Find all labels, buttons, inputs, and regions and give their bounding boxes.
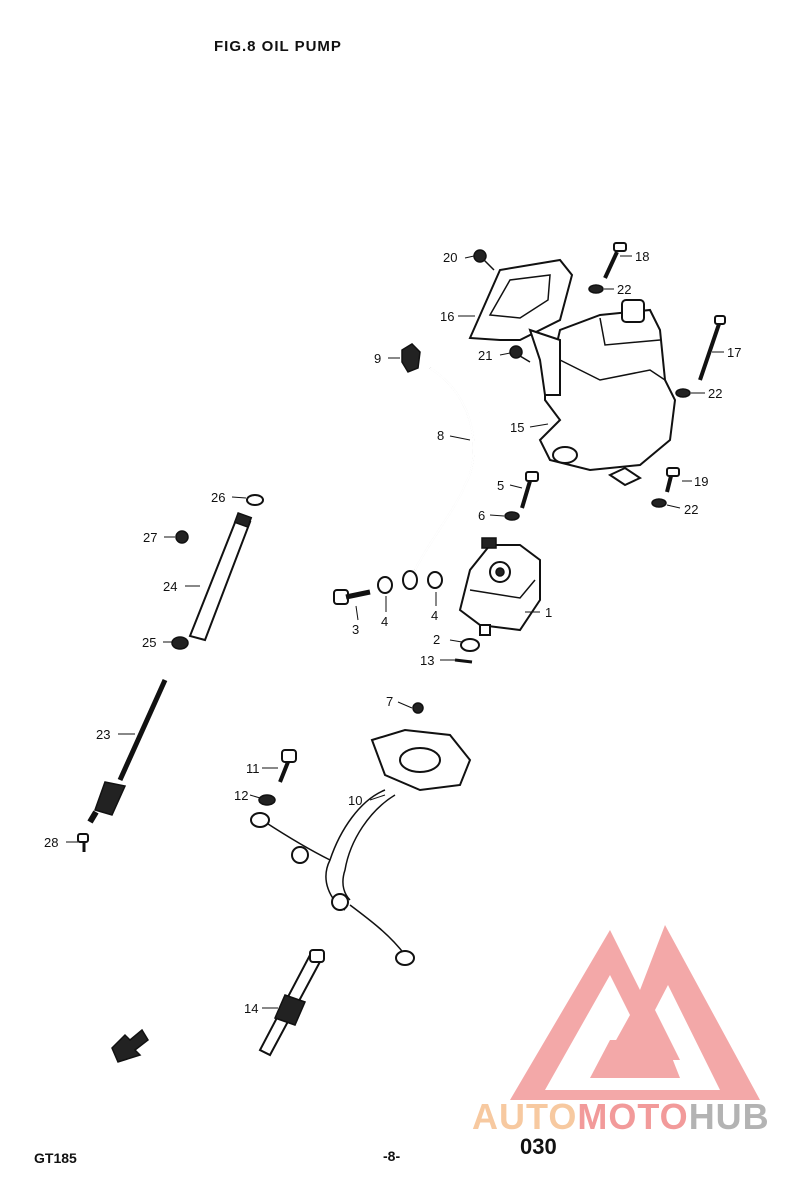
- bracket-16: [468, 258, 574, 396]
- callout-labels: 1 2 3 4 4 5 6 7 8 9 10 11 12 13 14 15 16…: [44, 249, 741, 1016]
- callout-5: 5: [497, 478, 504, 493]
- oil-hose-8: [402, 367, 475, 590]
- footer-code: 030: [520, 1134, 557, 1159]
- banjo-bolt-3: [333, 589, 371, 605]
- callout-22-a: 22: [617, 282, 631, 297]
- callout-15: 15: [510, 420, 524, 435]
- washer-22-a: [588, 284, 604, 294]
- front-direction-arrow-icon: [111, 1028, 149, 1063]
- screw-18: [603, 242, 627, 279]
- oil-pipes-10: [250, 728, 472, 966]
- figure-title: FIG.8 OIL PUMP: [214, 38, 342, 55]
- seal-7: [412, 702, 424, 714]
- callout-7: 7: [386, 694, 393, 709]
- drive-shaft-23: [87, 678, 168, 824]
- callout-8: 8: [437, 428, 444, 443]
- screw-20: [473, 249, 495, 271]
- callout-27: 27: [143, 530, 157, 545]
- seal-2: [460, 638, 480, 652]
- callout-12: 12: [234, 788, 248, 803]
- callout-22-c: 22: [684, 502, 698, 517]
- callout-4-b: 4: [431, 608, 438, 623]
- pin-13: [454, 658, 473, 664]
- callout-21: 21: [478, 348, 492, 363]
- screw-11: [278, 749, 297, 783]
- screw-19: [665, 467, 680, 493]
- washer-25: [171, 636, 189, 650]
- screw-21: [509, 345, 531, 363]
- callout-23: 23: [96, 727, 110, 742]
- callout-2: 2: [433, 632, 440, 647]
- pin-28: [77, 833, 89, 852]
- oil-pump-body-1: [458, 537, 541, 636]
- oring-26: [246, 494, 264, 506]
- callout-1: 1: [545, 605, 552, 620]
- callout-9: 9: [374, 351, 381, 366]
- gear-shaft-14: [258, 949, 325, 1057]
- leader-lines: [66, 255, 724, 1009]
- washer-22-c: [651, 498, 667, 508]
- washer-4-b: [427, 571, 443, 589]
- watermark-text: AUTOMOTOHUB: [472, 1096, 770, 1137]
- callout-24: 24: [163, 579, 177, 594]
- washer-22-b: [675, 388, 691, 398]
- washer-4-a: [377, 576, 393, 594]
- clip-27: [175, 530, 189, 544]
- callout-11: 11: [246, 761, 260, 776]
- footer-page-number: -8-: [383, 1148, 401, 1164]
- bolt-5: [520, 471, 539, 509]
- callout-3: 3: [352, 622, 359, 637]
- callout-18: 18: [635, 249, 649, 264]
- callout-22-b: 22: [708, 386, 722, 401]
- shaft-24: [188, 511, 253, 642]
- washer-12: [258, 794, 276, 806]
- callout-14: 14: [244, 1001, 258, 1016]
- washer-6: [504, 511, 520, 521]
- footer-model: GT185: [34, 1150, 77, 1166]
- callout-25: 25: [142, 635, 156, 650]
- callout-10: 10: [348, 793, 362, 808]
- callout-28: 28: [44, 835, 58, 850]
- watermark-logo: [510, 925, 760, 1100]
- hose-clip-9: [401, 343, 421, 373]
- pump-cover-15: [538, 299, 677, 487]
- callout-16: 16: [440, 309, 454, 324]
- callout-20: 20: [443, 250, 457, 265]
- callout-4-a: 4: [381, 614, 388, 629]
- callout-17: 17: [727, 345, 741, 360]
- callout-13: 13: [420, 653, 434, 668]
- long-bolt-17: [698, 315, 726, 381]
- callout-6: 6: [478, 508, 485, 523]
- callout-19: 19: [694, 474, 708, 489]
- callout-26: 26: [211, 490, 225, 505]
